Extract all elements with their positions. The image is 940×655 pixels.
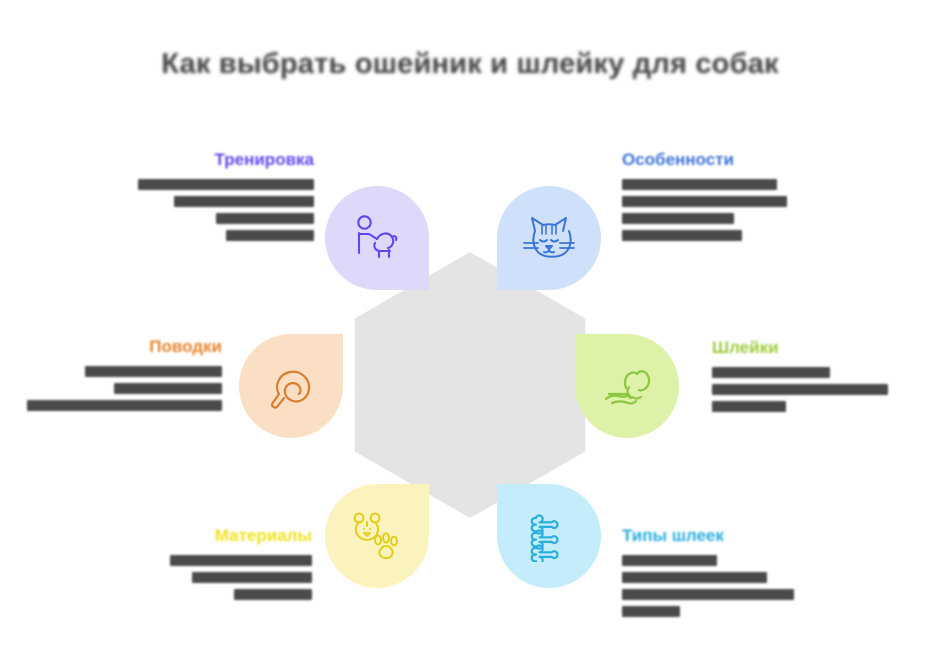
section-heading-training: Тренировка bbox=[214, 150, 314, 169]
section-heading-harness-types: Типы шлеек bbox=[622, 526, 724, 545]
body-line bbox=[622, 230, 742, 241]
section-body-materials bbox=[136, 555, 312, 600]
body-line bbox=[712, 384, 888, 395]
center-hexagon-hub bbox=[354, 252, 586, 518]
body-line bbox=[622, 196, 787, 207]
section-block-training: Тренировка bbox=[138, 150, 314, 247]
person-with-dog-icon bbox=[357, 215, 398, 259]
petal-training[interactable] bbox=[325, 186, 429, 290]
section-body-harness-types bbox=[622, 555, 827, 617]
section-block-materials: Материалы bbox=[136, 526, 312, 606]
section-body-training bbox=[138, 179, 314, 241]
section-block-fitting: Шлейки bbox=[712, 338, 912, 418]
dog-in-hand-icon bbox=[604, 370, 651, 405]
section-block-features: Особенности bbox=[622, 150, 822, 247]
body-line bbox=[226, 230, 314, 241]
petal-leashes[interactable] bbox=[239, 334, 343, 438]
petal-features-shape bbox=[497, 186, 601, 290]
body-line bbox=[622, 213, 734, 224]
body-line bbox=[622, 555, 717, 566]
body-line bbox=[622, 572, 767, 583]
body-line bbox=[622, 606, 680, 617]
petal-materials[interactable] bbox=[325, 484, 429, 588]
body-line bbox=[712, 367, 830, 378]
body-line bbox=[170, 555, 312, 566]
petal-leashes-shape bbox=[239, 334, 343, 438]
section-body-fitting bbox=[712, 367, 912, 412]
body-line bbox=[138, 179, 314, 190]
body-line bbox=[114, 383, 222, 394]
body-line bbox=[27, 400, 222, 411]
section-body-features bbox=[622, 179, 822, 241]
coiled-leash-icon bbox=[270, 370, 311, 409]
bones-stack-icon bbox=[530, 514, 559, 562]
petal-harness-types-shape bbox=[497, 484, 601, 588]
page-title: Как выбрать ошейник и шлейку для собак bbox=[161, 48, 779, 80]
body-line bbox=[712, 401, 786, 412]
section-block-leashes: Поводки bbox=[14, 337, 222, 417]
petal-fitting[interactable] bbox=[575, 334, 679, 438]
cat-face-icon bbox=[523, 217, 575, 258]
section-block-harness-types: Типы шлеек bbox=[622, 526, 827, 623]
body-line bbox=[174, 196, 314, 207]
body-line bbox=[216, 213, 314, 224]
section-body-leashes bbox=[14, 366, 222, 411]
petal-fitting-shape bbox=[575, 334, 679, 438]
body-line bbox=[622, 589, 794, 600]
section-heading-materials: Материалы bbox=[214, 526, 312, 545]
section-heading-fitting: Шлейки bbox=[712, 338, 779, 357]
petal-harness-types[interactable] bbox=[497, 484, 601, 588]
body-line bbox=[234, 589, 312, 600]
body-line bbox=[192, 572, 312, 583]
section-heading-leashes: Поводки bbox=[149, 337, 222, 356]
body-line bbox=[85, 366, 222, 377]
bear-paw-icon bbox=[353, 512, 398, 559]
petal-features[interactable] bbox=[497, 186, 601, 290]
section-heading-features: Особенности bbox=[622, 150, 734, 169]
body-line bbox=[622, 179, 777, 190]
